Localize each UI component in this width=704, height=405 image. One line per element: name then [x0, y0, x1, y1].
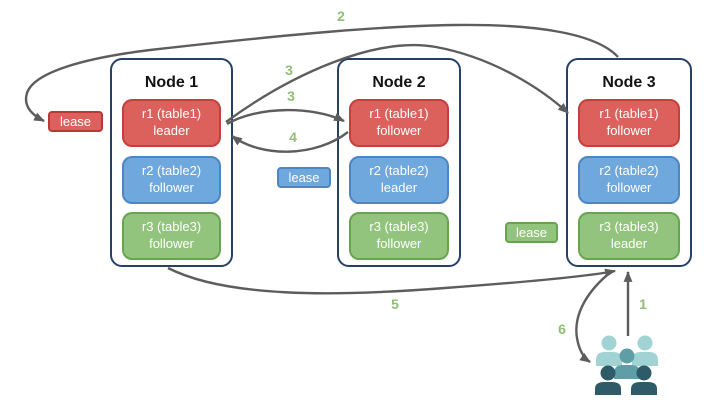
replica-role: leader	[380, 180, 418, 195]
replica-name: r3 (table3)	[369, 219, 429, 235]
replica-role: follower	[149, 236, 194, 251]
arrow-label-2: 2	[337, 8, 345, 24]
user-front-right	[631, 365, 657, 395]
arrow-5-node1-to-node3	[167, 266, 617, 295]
user-front-left	[595, 365, 621, 395]
arrow-label-4: 4	[289, 129, 297, 145]
node-1: Node 1 r1 (table1) leader r2 (table2) fo…	[110, 58, 233, 267]
replica-role: follower	[606, 180, 652, 195]
arrow-label-3-upper: 3	[285, 62, 293, 78]
replica-name: r2 (table2)	[599, 163, 659, 179]
replica-name: r2 (table2)	[141, 163, 202, 179]
node-1-title: Node 1	[144, 74, 199, 91]
replica-role: follower	[376, 123, 422, 138]
lease-tag-green: lease	[505, 222, 558, 243]
arrow-label-3-lower: 3	[287, 88, 295, 104]
node-3-replica-r2: r2 (table2) follower	[578, 156, 680, 204]
replica-role: follower	[149, 180, 194, 195]
lease-tag-blue: lease	[277, 167, 331, 188]
replica-name: r1 (table1)	[141, 106, 202, 122]
replica-role: leader	[610, 236, 648, 251]
user-back-right	[632, 335, 658, 366]
arrow-6-node3-to-clients	[575, 270, 613, 363]
lease-tag-red: lease	[48, 111, 103, 132]
arrow-label-1: 1	[639, 296, 647, 312]
arrow-label-5: 5	[391, 296, 399, 312]
replica-role: leader	[153, 123, 190, 138]
node-3-replica-r3: r3 (table3) leader	[578, 212, 680, 260]
node-2-replica-r2: r2 (table2) leader	[349, 156, 449, 204]
replica-name: r3 (table3)	[141, 219, 202, 235]
users-group-icon	[595, 335, 658, 395]
node-2-replica-r1: r1 (table1) follower	[349, 99, 449, 147]
user-center	[614, 348, 640, 379]
replica-role: follower	[606, 123, 652, 138]
replica-name: r2 (table2)	[369, 163, 429, 179]
user-back-left	[596, 335, 622, 366]
replica-name: r1 (table1)	[599, 106, 659, 122]
node-3-replica-r1: r1 (table1) follower	[578, 99, 680, 147]
node-3: Node 3 r1 (table1) follower r2 (table2) …	[566, 58, 692, 267]
replica-name: r3 (table3)	[599, 219, 659, 235]
arrow-3-node1-to-node2	[226, 108, 345, 126]
replica-role: follower	[376, 236, 422, 251]
node-2-replica-r3: r3 (table3) follower	[349, 212, 449, 260]
node-3-title: Node 3	[602, 74, 656, 91]
node-2-title: Node 2	[372, 74, 426, 91]
node-2: Node 2 r1 (table1) follower r2 (table2) …	[337, 58, 461, 267]
arrow-label-6: 6	[558, 321, 566, 337]
node-1-replica-r2: r2 (table2) follower	[122, 156, 221, 204]
node-1-replica-r3: r3 (table3) follower	[122, 212, 221, 260]
node-1-replica-r1: r1 (table1) leader	[122, 99, 221, 147]
replica-name: r1 (table1)	[369, 106, 429, 122]
